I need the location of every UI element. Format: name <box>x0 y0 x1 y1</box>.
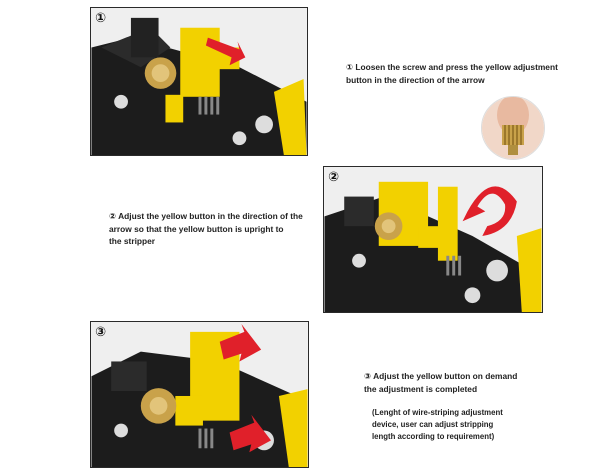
step-number-3: ③ <box>95 324 107 339</box>
step-1-caption-line-2: button in the direction of the arrow <box>346 74 485 85</box>
step-3-note-line-2: device, user can adjust stripping <box>372 420 494 429</box>
step-3-caption-line-1: ③ Adjust the yellow button on demand <box>364 371 518 381</box>
step-2-caption-line-2: arrow so that the yellow button is uprig… <box>109 223 284 234</box>
wire-stripper-illustration-3 <box>91 322 308 467</box>
step-2-caption: ② Adjust the yellow button in the direct… <box>109 210 324 248</box>
step-1-caption: ① Loosen the screw and press the yellow … <box>346 61 566 86</box>
step-3-note: (Lenght of wire-striping adjustment devi… <box>372 407 552 443</box>
step-2-caption-line-1: ② Adjust the yellow button in the direct… <box>109 211 303 221</box>
step-1-photo: ① <box>90 7 308 156</box>
step-2-photo: ② <box>323 166 543 313</box>
step-3-note-line-3: length according to requirement) <box>372 432 495 441</box>
wire-stripper-illustration-2 <box>324 167 542 312</box>
step-3-photo: ③ <box>90 321 309 468</box>
finger-screw-illustration <box>482 97 544 159</box>
screw-closeup-photo <box>481 96 545 160</box>
step-1-caption-line-1: ① Loosen the screw and press the yellow … <box>346 62 558 72</box>
step-3-caption-line-2: the adjustment is completed <box>364 383 478 394</box>
step-number-1: ① <box>95 10 107 25</box>
step-3-note-line-1: (Lenght of wire-striping adjustment <box>372 408 503 417</box>
step-number-2: ② <box>328 169 340 184</box>
wire-stripper-illustration-1 <box>91 8 307 155</box>
step-2-caption-line-3: the stripper <box>109 236 156 246</box>
step-3-caption: ③ Adjust the yellow button on demand the… <box>364 370 564 395</box>
